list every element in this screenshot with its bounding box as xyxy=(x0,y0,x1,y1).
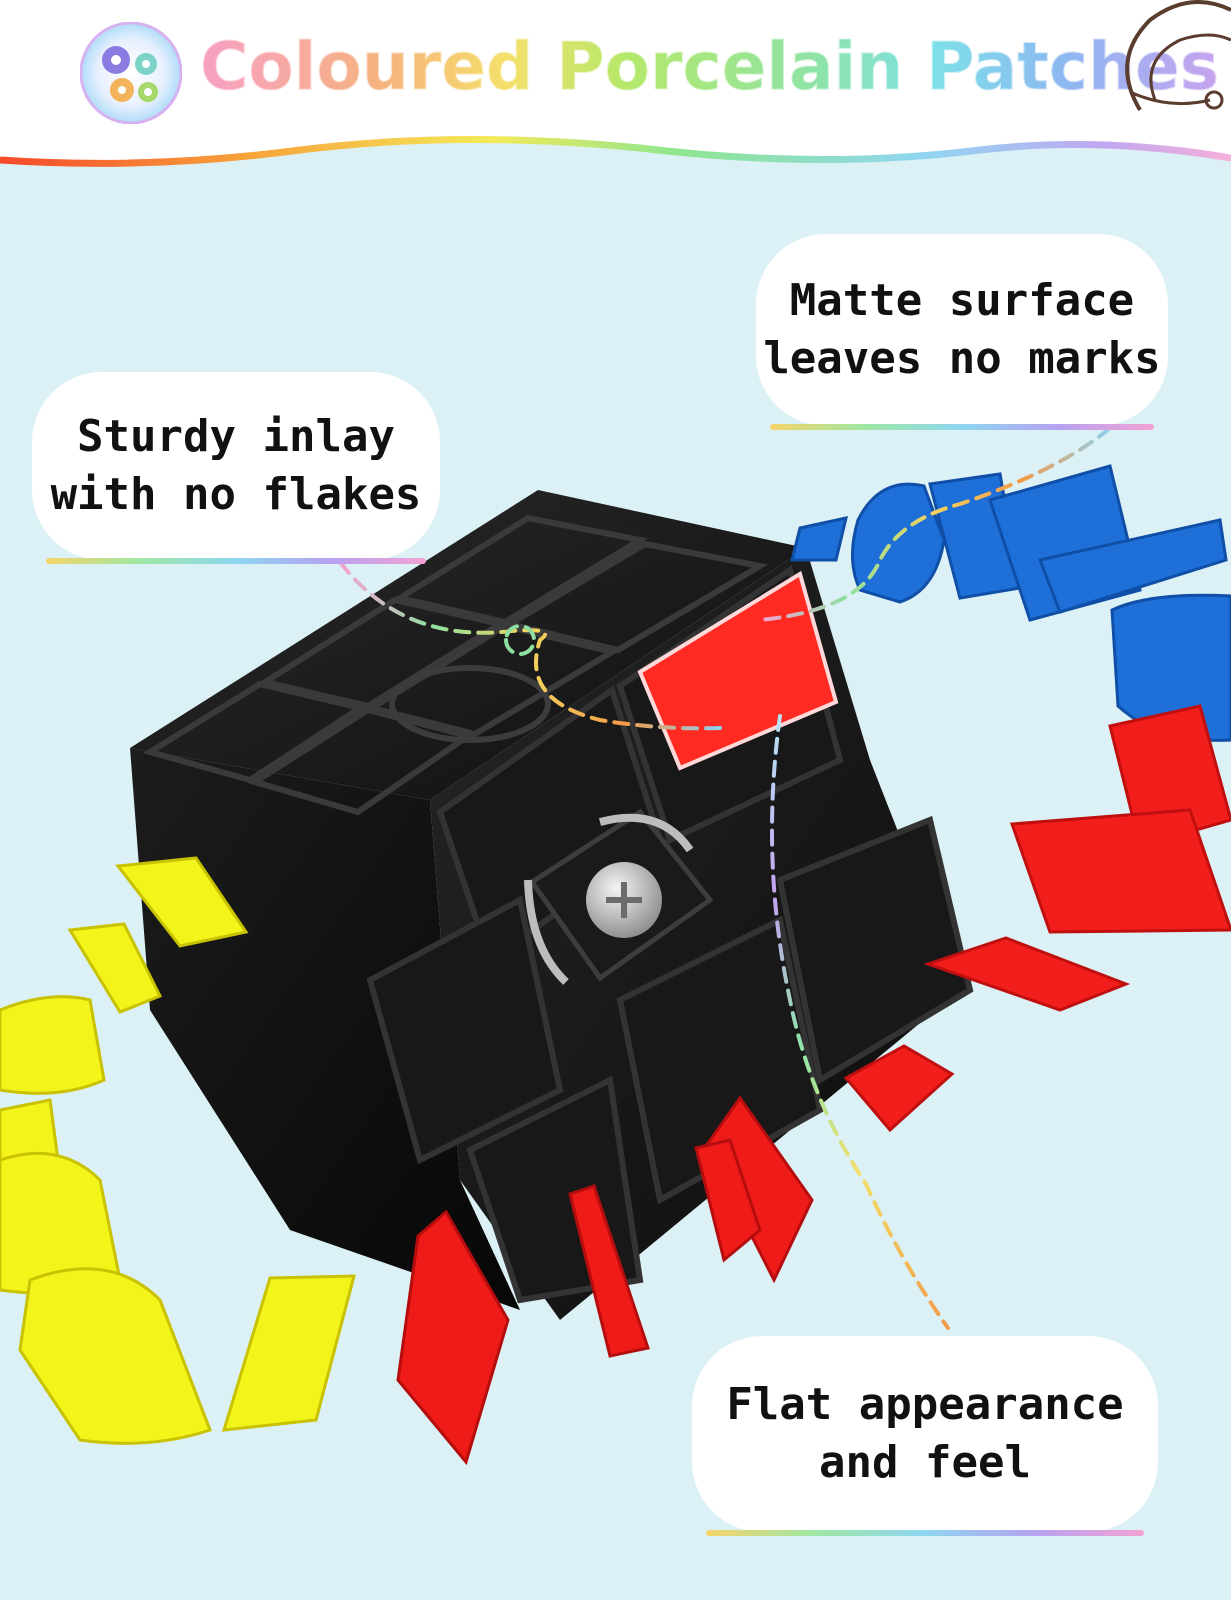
gears-icon xyxy=(80,22,182,124)
callout-sturdy-inlay: Sturdy inlay with no flakes xyxy=(32,372,440,564)
red-patch-on-cube xyxy=(637,570,839,771)
callout-matte-surface: Matte surface leaves no marks xyxy=(756,234,1168,430)
brand-logo-icon xyxy=(1125,0,1231,112)
leader-lines xyxy=(338,426,1112,1330)
callout-underline xyxy=(770,424,1154,430)
red-patches-right xyxy=(843,704,1231,1133)
red-patches-bottom xyxy=(396,1095,814,1466)
cube xyxy=(130,490,974,1320)
header-background xyxy=(0,0,1231,167)
callout-flat-text: Flat appearance and feel xyxy=(726,1379,1124,1488)
callout-flat-appearance: Flat appearance and feel xyxy=(692,1336,1158,1536)
yellow-patches xyxy=(0,856,356,1445)
callout-underline xyxy=(46,558,426,564)
blue-patches xyxy=(790,464,1231,742)
center-screw xyxy=(524,808,714,985)
callout-matte-text: Matte surface leaves no marks xyxy=(763,275,1161,384)
header: Coloured Porcelain Patches xyxy=(0,0,1231,180)
callout-underline xyxy=(706,1530,1144,1536)
page-title: Coloured Porcelain Patches xyxy=(199,28,1220,106)
callout-sturdy-text: Sturdy inlay with no flakes xyxy=(50,411,422,520)
